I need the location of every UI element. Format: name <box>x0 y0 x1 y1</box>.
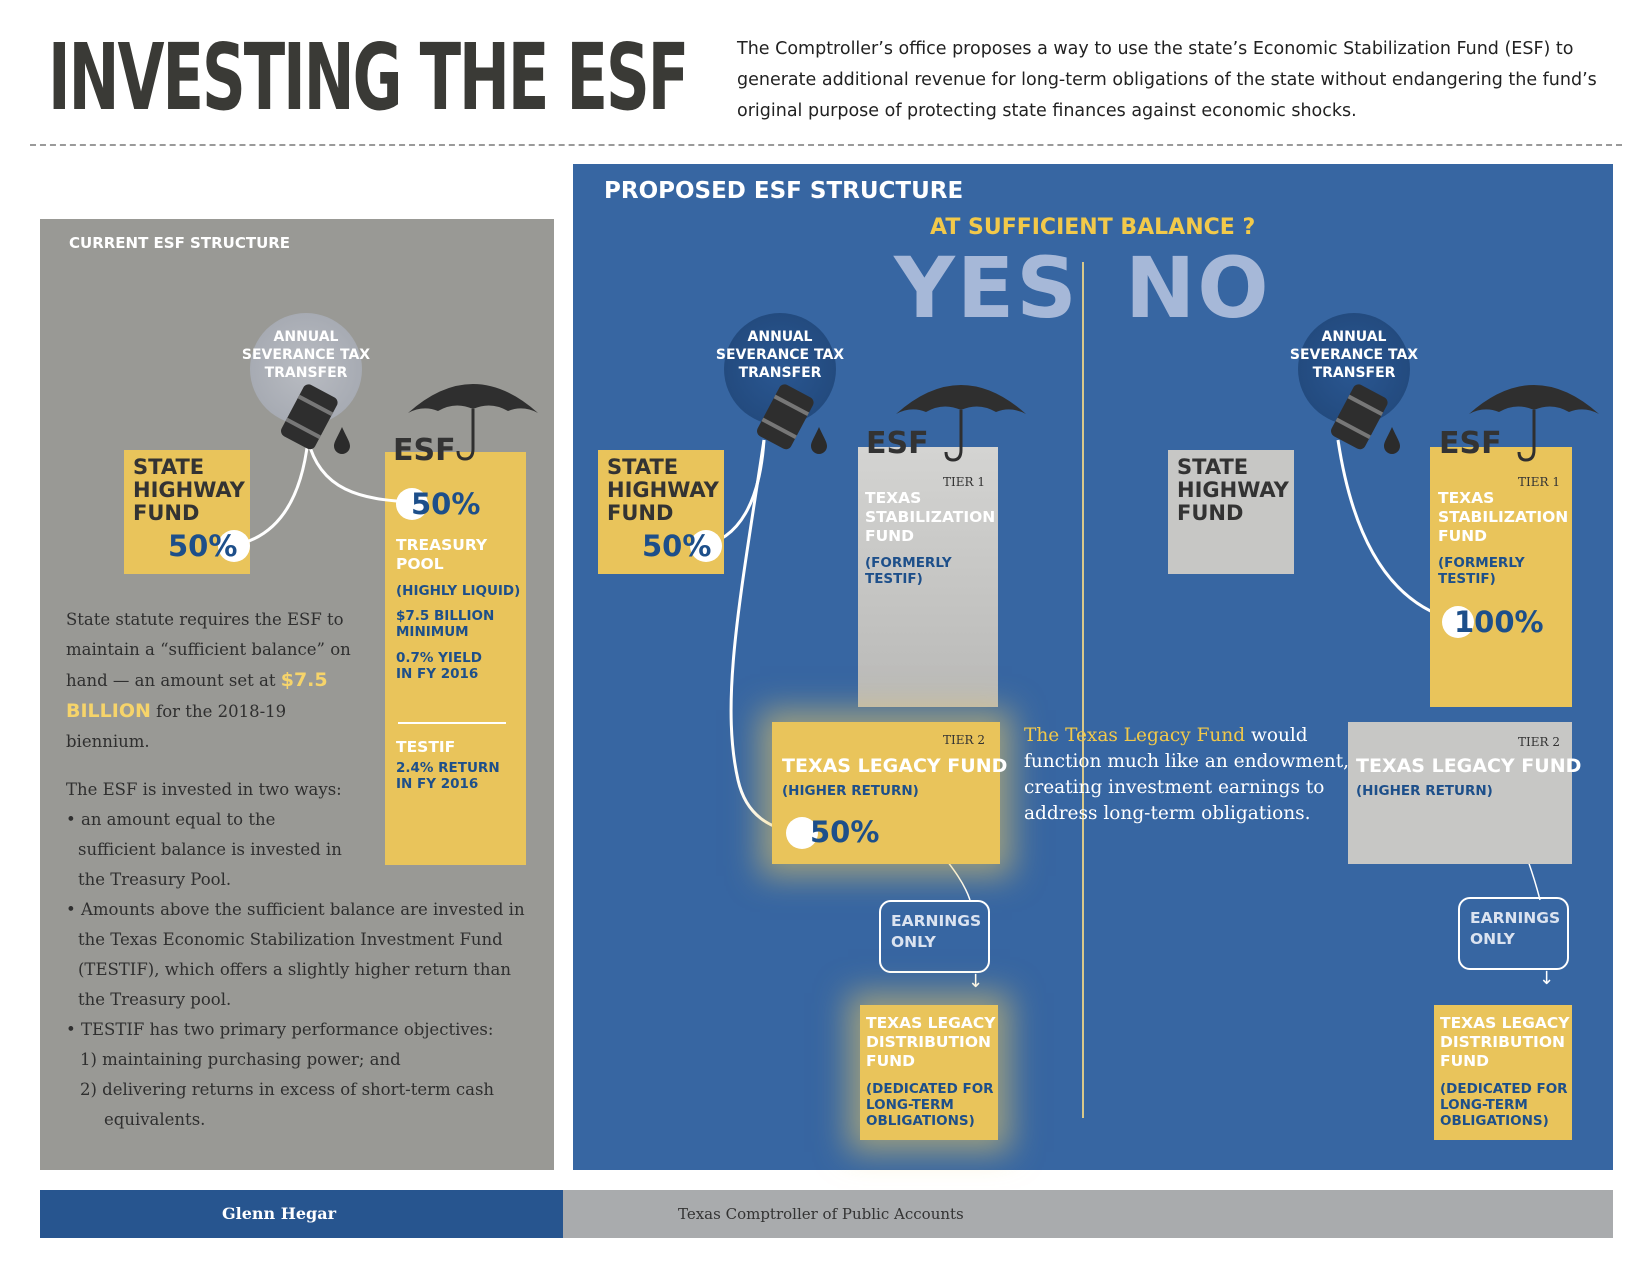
yes-oil-barrel-icon <box>743 379 823 468</box>
page-title: INVESTING THE ESF <box>48 24 689 131</box>
esf-divider <box>398 722 506 724</box>
proposed-structure-title: PROPOSED ESF STRUCTURE <box>604 178 964 204</box>
current-structure-title: CURRENT ESF STRUCTURE <box>69 234 291 252</box>
bullet-testif: • Amounts above the sufficient balance a… <box>66 900 525 1009</box>
treasury-pool-liquid: (HIGHLY LIQUID) <box>396 583 521 599</box>
statute-text-b: for the 2018-19 biennium. <box>66 702 287 751</box>
esf-box <box>385 452 526 865</box>
no-legacy-fund-box <box>1348 722 1572 864</box>
treasury-pool-yield: 0.7% YIELD IN FY 2016 <box>396 650 482 682</box>
oil-barrel-icon <box>267 379 347 468</box>
highway-pct-dot <box>218 530 250 562</box>
no-stabilization-fund-sub: (FORMERLY TESTIF) <box>1438 555 1525 587</box>
yes-stabilization-fund-title: TEXAS STABILIZATION FUND <box>865 489 996 545</box>
no-distribution-fund-sub: (DEDICATED FOR LONG-TERM OBLIGATIONS) <box>1440 1081 1568 1129</box>
sufficient-balance-amount: $7.5 BILLION <box>66 669 328 722</box>
no-heading: NO <box>1125 239 1271 337</box>
legacy-desc-rest: would function much like an endowment, c… <box>1024 725 1350 824</box>
legacy-desc-highlight: The Texas Legacy Fund <box>1024 725 1246 746</box>
yes-esf-label: ESF <box>866 426 929 461</box>
no-arrow-down-icon: ↓ <box>1539 968 1555 989</box>
treasury-pool-minimum: $7.5 BILLION MINIMUM <box>396 608 495 640</box>
footer-org: Texas Comptroller of Public Accounts <box>563 1190 1613 1238</box>
intro-text: The Comptroller’s office proposes a way … <box>737 39 1597 121</box>
no-esf-label: ESF <box>1439 426 1502 461</box>
yes-tier1-label: TIER 1 <box>943 475 985 489</box>
yes-legacy-fund-percent: 50% <box>810 815 880 849</box>
no-highway-fund-box <box>1168 450 1294 574</box>
yes-arrow-down-icon: ↓ <box>968 971 984 992</box>
no-earnings-only-box: EARNINGS ONLY <box>1458 897 1569 970</box>
no-legacy-fund-title: TEXAS LEGACY FUND <box>1356 755 1582 777</box>
yes-transfer-label: ANNUAL SEVERANCE TAX TRANSFER <box>715 329 845 381</box>
yes-legacy-fund-title: TEXAS LEGACY FUND <box>782 755 1008 777</box>
no-oil-drop-icon <box>1383 426 1401 458</box>
transfer-label: ANNUAL SEVERANCE TAX TRANSFER <box>241 329 371 381</box>
header-divider <box>30 144 1622 146</box>
yes-legacy-fund-sub: (HIGHER RETURN) <box>782 783 919 799</box>
yes-highway-fund-label: STATE HIGHWAY FUND <box>607 455 719 525</box>
no-umbrella-icon <box>1464 366 1604 470</box>
esf-label: ESF <box>393 433 456 468</box>
esf-pct-dot <box>396 488 428 520</box>
yes-highway-pct-dot <box>690 530 722 562</box>
legacy-fund-description: The Texas Legacy Fund would function muc… <box>1024 723 1354 827</box>
no-tier2-label: TIER 2 <box>1518 735 1560 749</box>
no-highway-fund-label: STATE HIGHWAY FUND <box>1177 455 1289 525</box>
sufficient-balance-question: AT SUFFICIENT BALANCE ? <box>930 215 1256 240</box>
statute-paragraph: State statute requires the ESF to mainta… <box>66 605 366 757</box>
no-tier1-label: TIER 1 <box>1518 475 1560 489</box>
bullet-treasury-pool: • an amount equal to the sufficient bala… <box>66 810 342 889</box>
no-oil-barrel-icon <box>1317 379 1397 468</box>
yes-earnings-only-box: EARNINGS ONLY <box>879 900 990 973</box>
yes-oil-drop-icon <box>810 426 828 458</box>
invested-ways-paragraph: The ESF is invested in two ways: • an am… <box>66 775 526 1135</box>
esf-percent: 50% <box>411 487 481 521</box>
no-transfer-label: ANNUAL SEVERANCE TAX TRANSFER <box>1289 329 1419 381</box>
objective-1: 1) maintaining purchasing power; and <box>80 1050 401 1069</box>
yes-legacy-pct-dot <box>786 817 818 849</box>
no-distribution-fund-box <box>1434 1005 1572 1140</box>
yes-highway-fund-percent: 50% <box>642 529 712 563</box>
yes-distribution-fund-title: TEXAS LEGACY DISTRIBUTION FUND <box>866 1014 996 1070</box>
yes-no-divider <box>1082 262 1084 1118</box>
yes-distribution-fund-sub: (DEDICATED FOR LONG-TERM OBLIGATIONS) <box>866 1081 994 1129</box>
no-tier1-box <box>1430 447 1572 707</box>
footer-name: Glenn Hegar <box>40 1190 563 1238</box>
no-stabilization-fund-title: TEXAS STABILIZATION FUND <box>1438 489 1569 545</box>
oil-drop-icon <box>333 426 351 458</box>
highway-fund-label: STATE HIGHWAY FUND <box>133 455 245 525</box>
no-legacy-fund-sub: (HIGHER RETURN) <box>1356 783 1493 799</box>
testif-return: 2.4% RETURN IN FY 2016 <box>396 760 500 792</box>
statute-text-a: State statute requires the ESF to mainta… <box>66 610 351 690</box>
no-stabilization-fund-percent: 100% <box>1454 605 1544 639</box>
no-distribution-fund-title: TEXAS LEGACY DISTRIBUTION FUND <box>1440 1014 1570 1070</box>
invested-ways-intro: The ESF is invested in two ways: <box>66 780 342 799</box>
highway-fund-percent: 50% <box>168 529 238 563</box>
bullet-objectives: • TESTIF has two primary performance obj… <box>66 1020 494 1039</box>
yes-tier1-box <box>858 447 998 707</box>
umbrella-icon <box>403 365 543 469</box>
yes-distribution-fund-box <box>860 1005 998 1140</box>
yes-umbrella-icon <box>891 366 1031 470</box>
yes-heading: YES <box>894 239 1079 337</box>
yes-stabilization-fund-sub: (FORMERLY TESTIF) <box>865 555 952 587</box>
testif-title: TESTIF <box>396 738 456 756</box>
treasury-pool-title: TREASURY POOL <box>396 536 488 573</box>
no-stabilization-pct-dot <box>1442 606 1474 638</box>
yes-tier2-label: TIER 2 <box>943 733 985 747</box>
objective-2: 2) delivering returns in excess of short… <box>80 1080 495 1129</box>
